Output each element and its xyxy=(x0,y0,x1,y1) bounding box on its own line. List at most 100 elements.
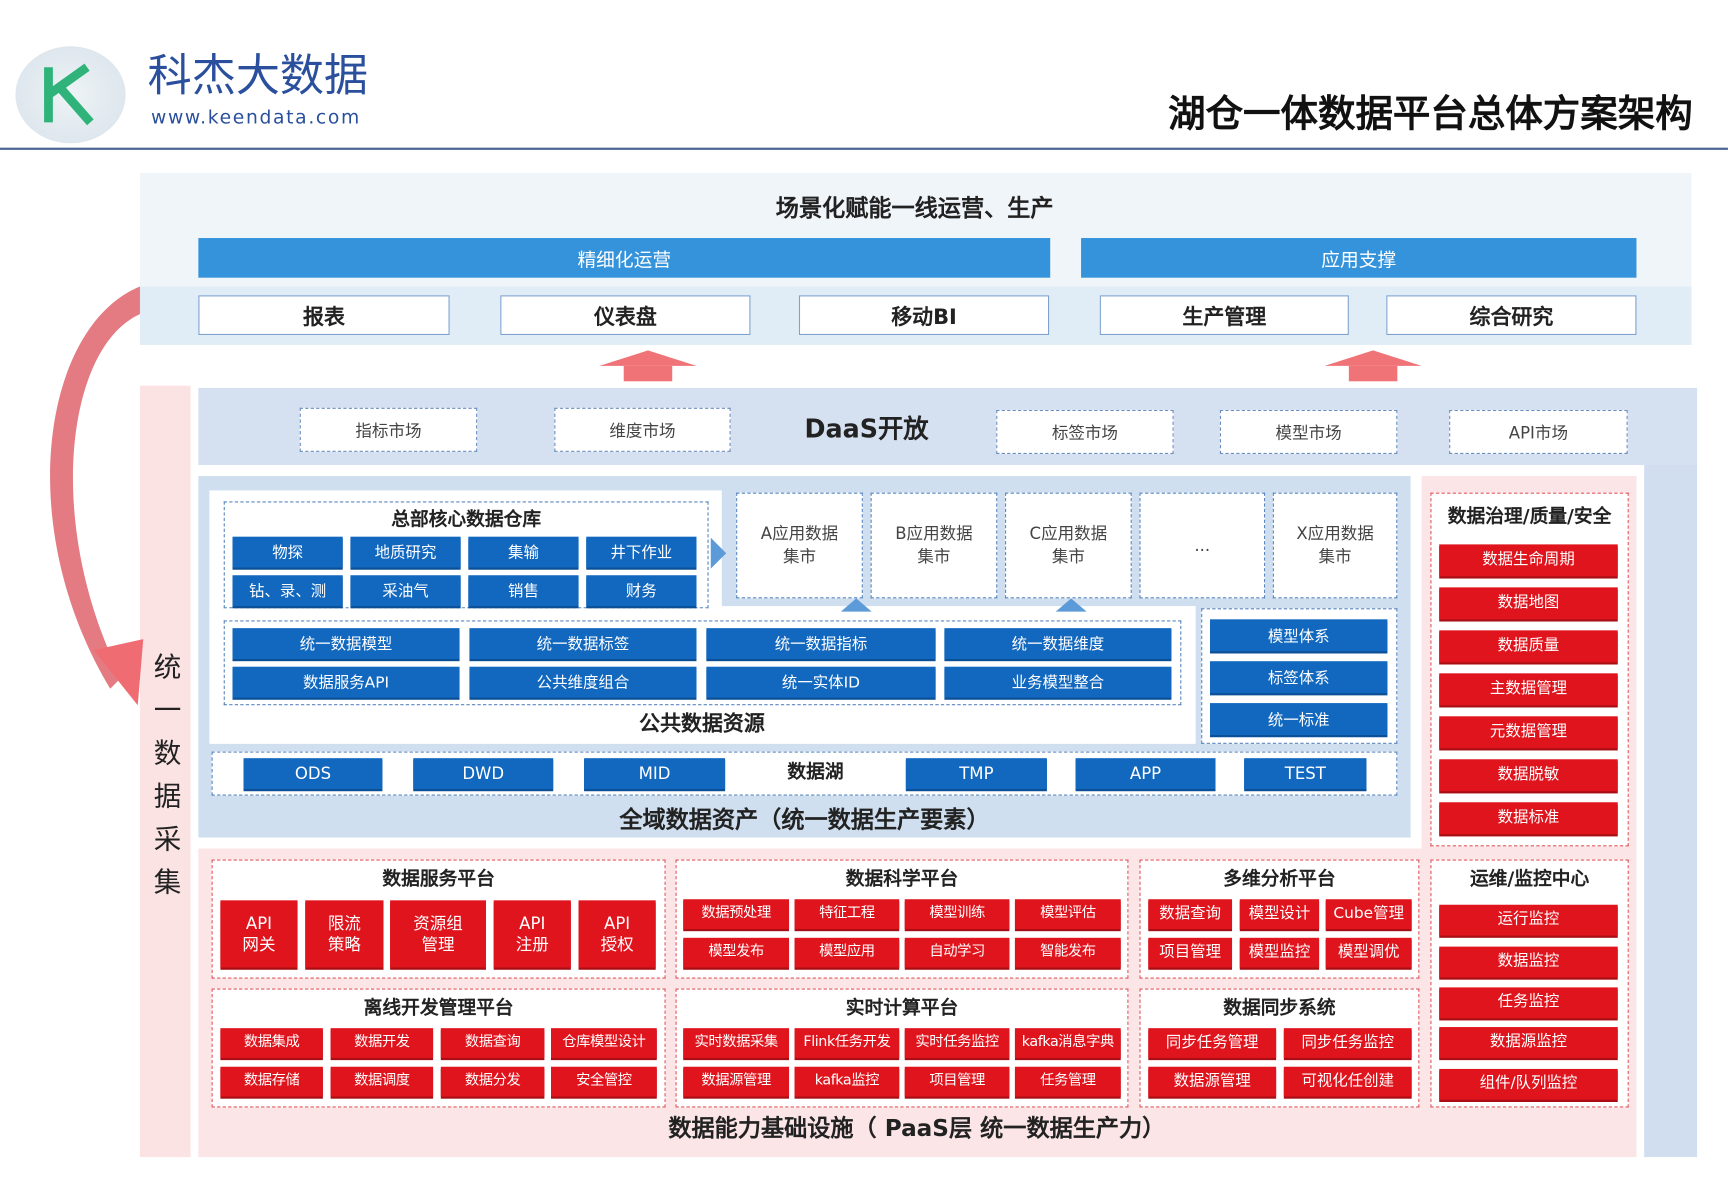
lake-layer: APP xyxy=(1075,758,1216,790)
realtime-item: 实时数据采集 xyxy=(683,1028,790,1058)
lake-label: 数据湖 xyxy=(787,761,844,784)
platform-title: 多维分析平台 xyxy=(1223,867,1336,890)
offline-item: 数据存储 xyxy=(220,1066,323,1097)
olap-item: 项目管理 xyxy=(1148,937,1233,968)
realtime-item: 实时任务监控 xyxy=(904,1028,1010,1058)
realtime-item: kafka消息字典 xyxy=(1014,1028,1121,1058)
offline-item: 数据开发 xyxy=(330,1028,434,1058)
olap-item: 数据查询 xyxy=(1148,899,1233,929)
data-mart: A应用数据集市 xyxy=(736,492,863,599)
app-box: 移动BI xyxy=(798,295,1050,336)
platform-title: 数据服务平台 xyxy=(382,867,495,890)
collection-label: 统一数据采集 xyxy=(149,652,182,911)
arrow-up-icon xyxy=(599,350,697,366)
curved-arrow-icon xyxy=(50,286,144,706)
science-item: 模型发布 xyxy=(683,937,790,968)
lake-layer: DWD xyxy=(413,758,554,790)
unified-cell: 业务模型整合 xyxy=(944,666,1172,698)
governance-item: 数据标准 xyxy=(1439,802,1618,835)
page-title: 湖仓一体数据平台总体方案架构 xyxy=(1168,92,1693,137)
app-box: 报表 xyxy=(198,295,450,336)
market-box: 标签市场 xyxy=(996,409,1174,455)
arrow-up-icon-stem xyxy=(623,365,673,382)
paas-title: 数据能力基础设施（ PaaS层 统一数据生产力） xyxy=(668,1115,1166,1142)
ops-item: 任务监控 xyxy=(1439,987,1618,1019)
ops-item: 数据监控 xyxy=(1439,946,1618,978)
unified-cell: 统一数据模型 xyxy=(232,628,460,659)
core-cell: 井下作业 xyxy=(586,536,697,568)
logo-name: 科杰大数据 xyxy=(147,50,369,102)
platform-title: 数据同步系统 xyxy=(1223,996,1336,1019)
logo-k-icon xyxy=(44,63,94,126)
realtime-item: 任务管理 xyxy=(1014,1066,1121,1097)
platform-title: 离线开发管理平台 xyxy=(363,996,514,1019)
app-box: 生产管理 xyxy=(1099,295,1349,336)
governance-item: 数据生命周期 xyxy=(1439,544,1618,577)
lake-layer: MID xyxy=(584,758,726,790)
unified-cell: 统一数据指标 xyxy=(706,628,936,659)
governance-item: 主数据管理 xyxy=(1439,673,1618,706)
offline-item: 数据集成 xyxy=(220,1028,323,1058)
core-cell: 物探 xyxy=(232,536,343,568)
data-assets-title: 全域数据资产（统一数据生产要素） xyxy=(619,806,990,834)
system-cell: 统一标准 xyxy=(1209,703,1388,736)
platform-title: 数据科学平台 xyxy=(845,867,959,890)
arrow-up-icon xyxy=(1324,350,1422,366)
olap-item: 模型监控 xyxy=(1239,937,1320,968)
realtime-item: Flink任务开发 xyxy=(794,1028,900,1058)
lake-layer: ODS xyxy=(243,758,383,790)
core-cell: 地质研究 xyxy=(350,536,461,568)
science-item: 数据预处理 xyxy=(683,899,790,929)
service-item: API 注册 xyxy=(493,900,571,968)
science-item: 智能发布 xyxy=(1014,937,1121,968)
core-cell: 财务 xyxy=(586,575,697,607)
science-item: 模型训练 xyxy=(904,899,1010,929)
market-box: API市场 xyxy=(1449,409,1628,455)
ops-item: 数据源监控 xyxy=(1439,1027,1618,1058)
application-layer-title: 场景化赋能一线运营、生产 xyxy=(775,195,1054,222)
sync-item: 可视化任创建 xyxy=(1283,1066,1412,1097)
market-box: 指标市场 xyxy=(299,407,478,452)
sync-item: 数据源管理 xyxy=(1148,1066,1277,1097)
public-resources-title: 公共数据资源 xyxy=(639,711,765,737)
service-item: API 网关 xyxy=(220,900,298,968)
offline-item: 安全管控 xyxy=(551,1066,657,1097)
core-cell: 销售 xyxy=(468,575,579,607)
lake-layer: TEST xyxy=(1244,758,1367,790)
data-mart: X应用数据集市 xyxy=(1272,492,1398,599)
arrow-up-icon-stem xyxy=(1348,365,1398,382)
bar-app-support: 应用支撑 xyxy=(1081,238,1637,278)
governance-title: 数据治理/质量/安全 xyxy=(1447,505,1612,528)
logo-url: www.keendata.com xyxy=(150,106,361,129)
collection-column xyxy=(139,385,191,1158)
service-item: 限流 策略 xyxy=(305,900,384,968)
right-strip xyxy=(1644,465,1698,1158)
daas-title: DaaS开放 xyxy=(804,415,929,445)
science-item: 模型应用 xyxy=(794,937,900,968)
science-item: 模型评估 xyxy=(1014,899,1121,929)
system-cell: 标签体系 xyxy=(1209,661,1388,694)
market-box: 维度市场 xyxy=(554,407,731,452)
olap-item: 模型调优 xyxy=(1325,937,1412,968)
market-box: 模型市场 xyxy=(1219,409,1398,455)
data-mart: B应用数据集市 xyxy=(870,492,998,599)
unified-cell: 公共维度组合 xyxy=(469,666,697,698)
core-warehouse-box xyxy=(223,501,709,609)
olap-item: 模型设计 xyxy=(1239,899,1320,929)
data-mart: C应用数据集市 xyxy=(1005,492,1132,599)
realtime-item: kafka监控 xyxy=(794,1066,900,1097)
data-mart: ... xyxy=(1139,492,1266,599)
arrow-up-icon xyxy=(1055,598,1087,612)
header-divider xyxy=(0,147,1728,150)
platform-title: 实时计算平台 xyxy=(845,996,959,1019)
offline-item: 数据调度 xyxy=(330,1066,434,1097)
core-cell: 采油气 xyxy=(350,575,461,607)
system-cell: 模型体系 xyxy=(1209,619,1388,652)
unified-box xyxy=(223,620,1182,706)
platform-box xyxy=(1430,859,1629,1108)
governance-item: 元数据管理 xyxy=(1439,716,1618,749)
logo-icon xyxy=(15,46,126,144)
lake-layer: TMP xyxy=(905,758,1047,790)
service-item: API 授权 xyxy=(578,900,656,968)
